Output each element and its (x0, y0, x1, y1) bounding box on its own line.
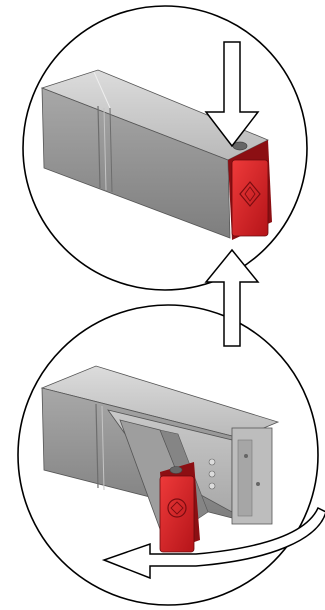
red-cap-open (159, 462, 200, 553)
pivot-hole (232, 141, 248, 151)
red-cap (228, 140, 272, 240)
usb-drive-closed (40, 69, 272, 240)
cap-logo-icon (167, 498, 187, 518)
release-arrow-icon (204, 248, 260, 347)
panel-1 (22, 5, 308, 291)
press-arrow-icon (204, 41, 260, 148)
rotate-arrow-icon (101, 506, 325, 580)
usb-connector (231, 427, 273, 525)
cap-logo-icon (239, 181, 261, 207)
panel-2 (17, 304, 325, 606)
usb-drive-open (40, 365, 280, 553)
